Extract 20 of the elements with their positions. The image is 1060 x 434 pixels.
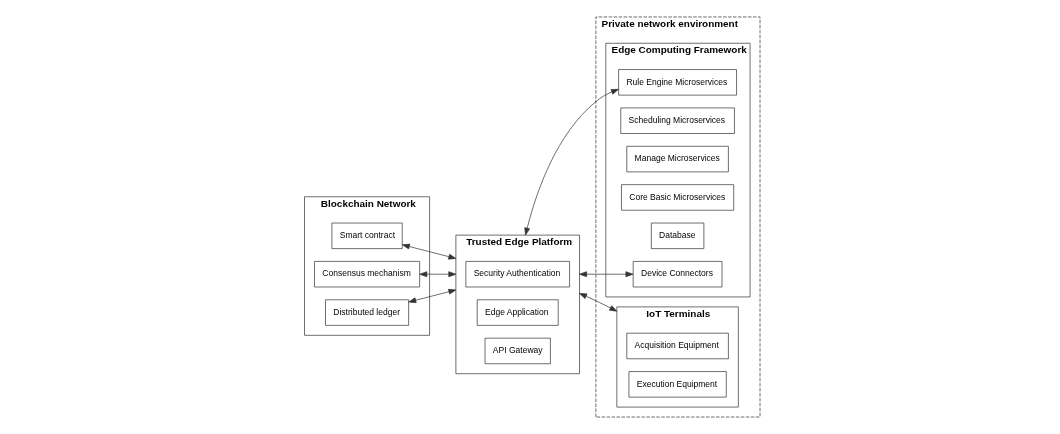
node-box: Security Authentication <box>464 261 570 288</box>
node-box: Device Connectors <box>632 261 722 288</box>
arrow <box>401 243 456 260</box>
node-box: Database <box>650 222 704 249</box>
node-box: Consensus mechanism <box>313 261 420 288</box>
arrow <box>407 288 456 304</box>
node-box: API Gateway <box>484 337 551 365</box>
node-box: Edge Application <box>476 299 559 326</box>
node-box: Smart contract <box>331 222 403 249</box>
node-box: Scheduling Microservices <box>619 107 735 134</box>
node-box: Execution Equipment <box>628 371 727 398</box>
node-box: Rule Engine Microservices <box>617 69 737 96</box>
node-box: Distributed ledger <box>324 299 409 326</box>
arrow <box>578 271 633 278</box>
node-box: Manage Microservices <box>625 145 729 173</box>
arrow <box>578 293 617 312</box>
node-box: Acquisition Equipment <box>625 332 729 360</box>
arrow <box>418 271 456 278</box>
node-box: Core Basic Microservices <box>620 184 734 211</box>
arrow <box>523 88 619 236</box>
